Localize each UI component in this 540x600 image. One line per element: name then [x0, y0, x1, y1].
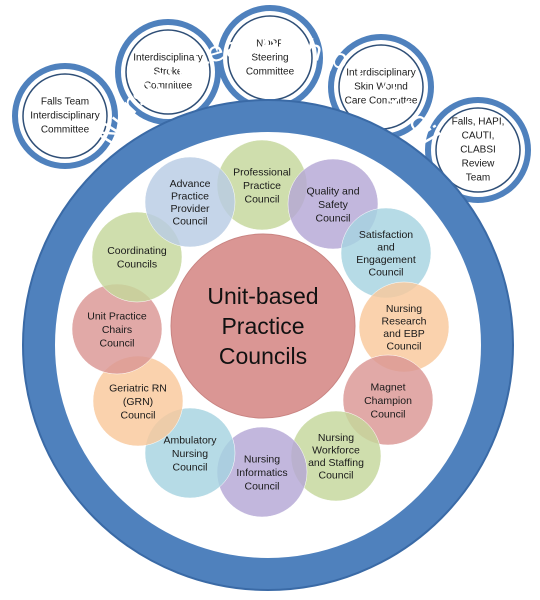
committee-inner-ring — [435, 107, 521, 193]
council-bubble — [144, 156, 236, 248]
committee-inner-ring — [22, 73, 108, 159]
unit-based-councils-circle — [170, 233, 356, 419]
committee-inner-ring — [125, 29, 211, 115]
council-label-geriatric: Geriatric RN(GRN)Council — [109, 382, 167, 421]
